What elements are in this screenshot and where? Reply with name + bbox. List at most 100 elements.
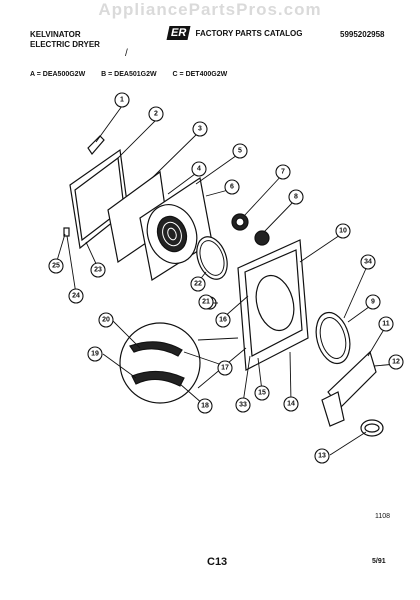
duct-ring-hole (364, 423, 380, 433)
leader-34 (343, 263, 369, 319)
catalog-number: 5995202958 (340, 30, 385, 39)
svg-text:13: 13 (318, 453, 326, 460)
svg-text:4: 4 (197, 166, 201, 173)
svg-text:8: 8 (294, 194, 298, 201)
callout-19: 19 (87, 346, 103, 362)
callout-20: 20 (98, 312, 114, 328)
figure-number: 1108 (375, 513, 391, 520)
model-a: A = DEA500G2W (30, 71, 86, 78)
callout-24: 24 (68, 288, 84, 304)
date-code: 5/91 (372, 558, 386, 565)
leader-18 (179, 383, 204, 405)
svg-text:18: 18 (201, 403, 209, 410)
svg-text:34: 34 (364, 259, 372, 266)
drum-seal-inner (319, 316, 347, 360)
inset-leader-1 (197, 337, 239, 341)
catalog-title: FACTORY PARTS CATALOG (195, 29, 303, 38)
model-b: B = DEA501G2W (101, 71, 157, 78)
callout-4: 4 (191, 161, 207, 177)
svg-text:17: 17 (221, 365, 229, 372)
callout-11: 11 (378, 316, 394, 332)
callout-12: 12 (388, 354, 404, 370)
leader-13 (329, 431, 367, 456)
svg-text:11: 11 (382, 321, 390, 328)
latch-detail-bottom (131, 370, 185, 387)
callout-5: 5 (232, 143, 248, 159)
callout-34: 34 (360, 254, 376, 270)
callout-14: 14 (283, 396, 299, 412)
svg-text:19: 19 (91, 351, 99, 358)
brand-name: KELVINATOR (30, 30, 81, 39)
lint-duct (321, 391, 345, 427)
callout-22: 22 (190, 276, 206, 292)
model-legend: A = DEA500G2W B = DEA501G2W C = DET400G2… (30, 71, 241, 78)
svg-text:9: 9 (371, 299, 375, 306)
screw-part (63, 227, 70, 237)
svg-text:6: 6 (230, 184, 234, 191)
door-glass-ring (162, 221, 182, 247)
callout-3: 3 (192, 121, 208, 137)
svg-text:24: 24 (72, 293, 80, 300)
leader-19 (102, 353, 137, 379)
svg-text:14: 14 (287, 401, 295, 408)
door-latch-hole (235, 217, 245, 227)
callout-9: 9 (365, 294, 381, 310)
door-glass-center (167, 227, 177, 241)
callout-1: 1 (114, 92, 130, 108)
drum-seal (315, 311, 351, 365)
leader-3 (151, 130, 201, 179)
callout-10: 10 (335, 223, 351, 239)
leader-11 (367, 325, 387, 357)
leader-1 (95, 105, 123, 143)
callout-25: 25 (48, 258, 64, 274)
door-gasket (196, 236, 228, 280)
callout-23: 23 (90, 262, 106, 278)
leader-4 (167, 170, 200, 195)
svg-text:23: 23 (94, 267, 102, 274)
callout-8: 8 (288, 189, 304, 205)
svg-text:22: 22 (194, 281, 202, 288)
leader-2 (117, 119, 157, 159)
callout-33: 33 (235, 397, 251, 413)
svg-text:16: 16 (219, 317, 227, 324)
callout-21: 21 (198, 294, 214, 310)
svg-text:2: 2 (154, 111, 158, 118)
callout-17: 17 (217, 360, 233, 376)
svg-text:21: 21 (202, 299, 210, 306)
header-left: KELVINATOR ELECTRIC DRYER (30, 30, 100, 50)
svg-text:15: 15 (258, 390, 266, 397)
product-name: ELECTRIC DRYER (30, 40, 100, 49)
leader-8 (263, 198, 297, 233)
svg-text:3: 3 (198, 126, 202, 133)
hinge-part (87, 135, 105, 155)
svg-text:1: 1 (120, 97, 124, 104)
callout-7: 7 (275, 164, 291, 180)
front-panel-opening (255, 274, 295, 332)
callout-16: 16 (215, 312, 231, 328)
svg-text:33: 33 (239, 402, 247, 409)
svg-text:12: 12 (392, 359, 400, 366)
callout-2: 2 (148, 106, 164, 122)
svg-text:25: 25 (52, 263, 60, 270)
latch-detail-top (129, 341, 183, 357)
door-gasket-inner (199, 240, 225, 276)
svg-text:5: 5 (238, 148, 242, 155)
leader-5 (195, 152, 241, 185)
door-strike-part (254, 230, 270, 246)
callout-13: 13 (314, 448, 330, 464)
leader-20 (112, 320, 141, 349)
svg-text:20: 20 (102, 317, 110, 324)
callout-18: 18 (197, 398, 213, 414)
leader-17 (183, 351, 226, 367)
leader-10 (299, 232, 344, 263)
leader-33 (242, 355, 251, 404)
svg-text:10: 10 (339, 228, 347, 235)
leader-7 (243, 173, 284, 217)
leader-14 (289, 351, 292, 403)
pen-mark: / (125, 48, 128, 59)
page-code: C13 (207, 556, 228, 568)
model-c: C = DET400G2W (172, 71, 228, 78)
callout-15: 15 (254, 385, 270, 401)
leader-24 (66, 235, 77, 295)
